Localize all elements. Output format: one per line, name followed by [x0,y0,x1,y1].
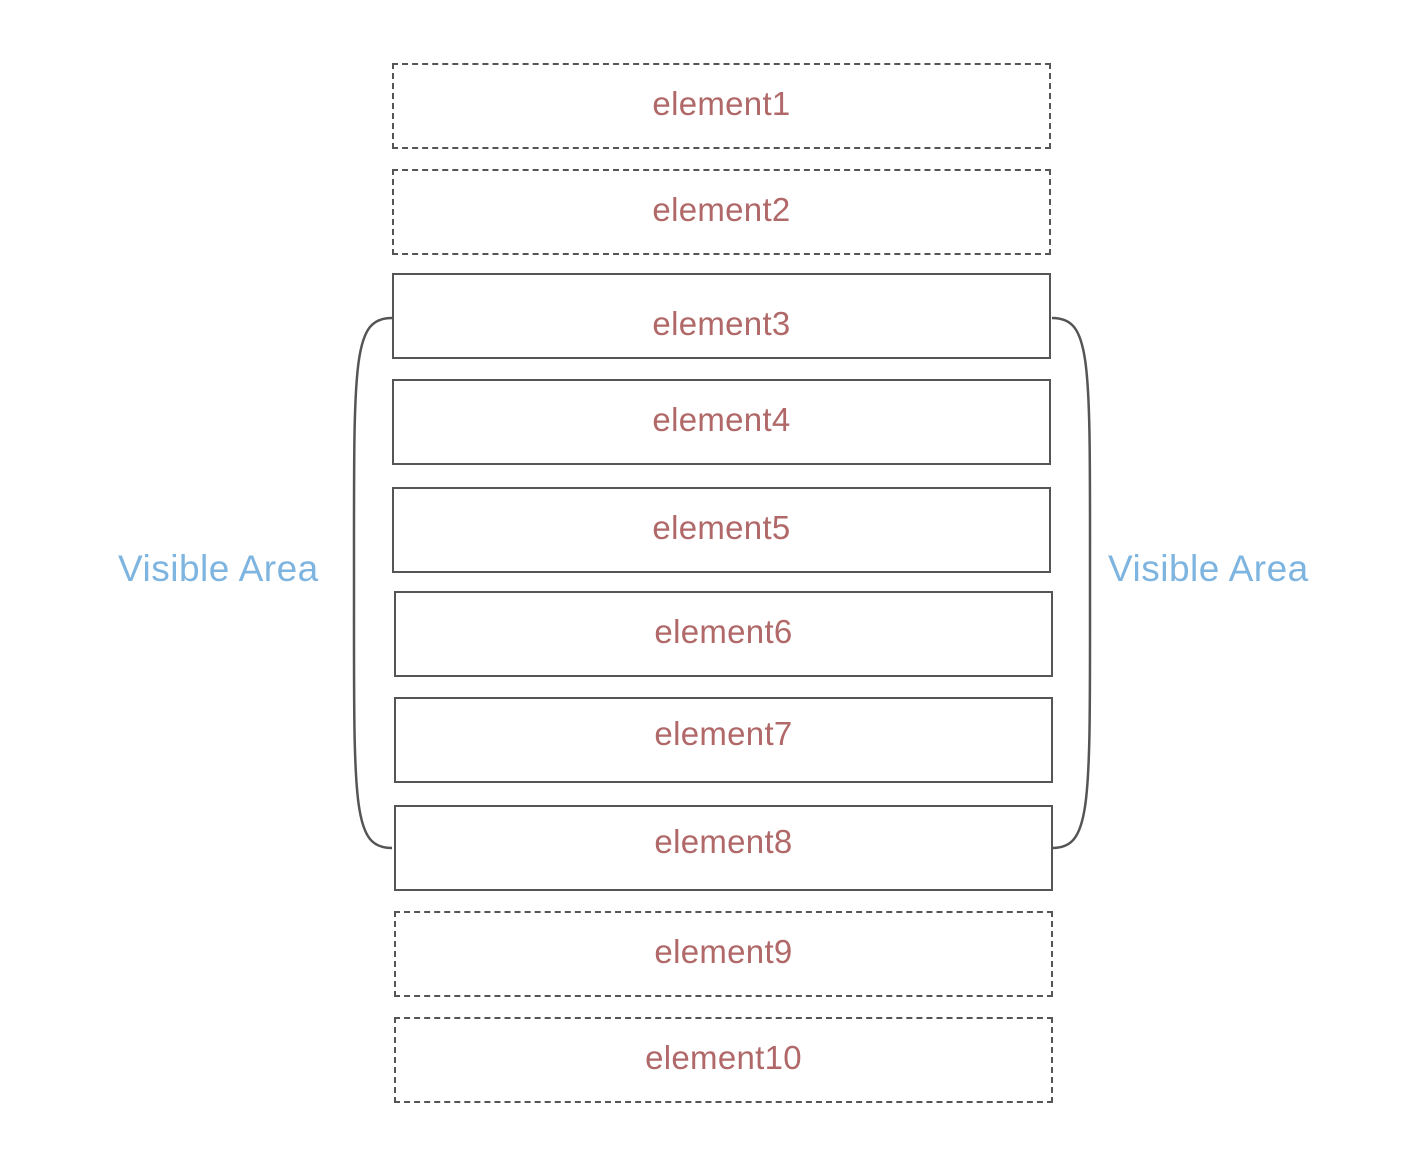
element-label: element2 [652,191,791,228]
visible-area-label-left: Visible Area [118,548,319,589]
list-element-5: element5 [392,487,1051,573]
list-element-10: element10 [394,1017,1053,1103]
element-label: element7 [654,715,793,752]
element-label: element8 [654,823,793,860]
list-element-1: element1 [392,63,1051,149]
visible-area-label-right: Visible Area [1108,548,1309,589]
element-label: element10 [645,1039,802,1076]
left-visible-area-bracket [352,316,393,850]
list-element-6: element6 [394,591,1053,677]
element-label: element1 [652,85,791,122]
list-element-9: element9 [394,911,1053,997]
element-label: element5 [652,509,791,546]
element-label: element6 [654,613,793,650]
element-label: element4 [652,401,791,438]
list-element-7: element7 [394,697,1053,783]
list-element-2: element2 [392,169,1051,255]
list-element-3: element3 [392,273,1051,359]
element-label: element3 [652,305,791,342]
list-element-8: element8 [394,805,1053,891]
element-label: element9 [654,933,793,970]
list-element-4: element4 [392,379,1051,465]
right-visible-area-bracket [1051,316,1092,850]
